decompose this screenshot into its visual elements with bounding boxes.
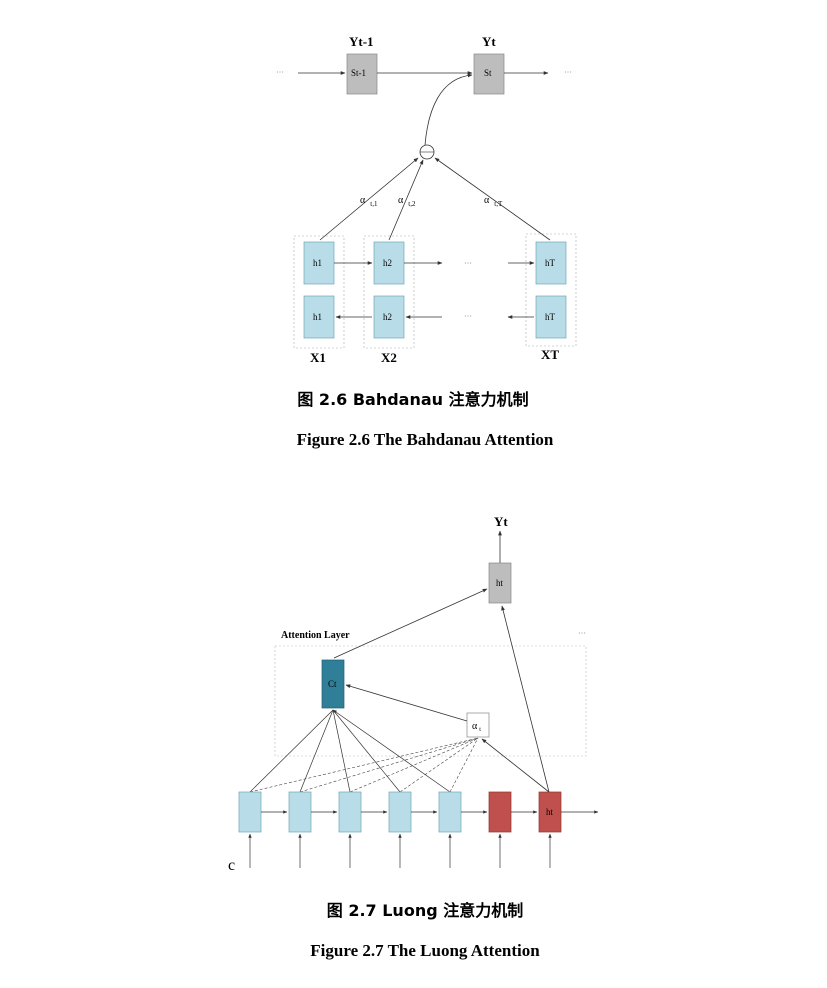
state-box-cur: [473, 53, 505, 95]
group-frame-2: [363, 235, 415, 349]
alpha-box: [466, 712, 490, 738]
alpha-arrow-1: [319, 157, 419, 241]
input-c-label: c: [228, 857, 235, 874]
attention-layer-label: Attention Layer: [281, 630, 350, 641]
figure1-caption-en: Figure 2.6 The Bahdanau Attention: [297, 430, 554, 449]
state-label-prev: St-1: [351, 68, 366, 78]
attention-layer-ellipsis: ···: [578, 629, 586, 638]
state-box-prev: [346, 53, 378, 95]
ht-to-alpha-arrow: [481, 738, 550, 793]
backward-hidden-T: [535, 295, 567, 339]
ellipsis-forward: ···: [464, 259, 472, 268]
backward-hidden-1-label: h1: [313, 312, 322, 322]
label-y-prev: Yt-1: [349, 34, 374, 49]
context-arrow: [424, 73, 473, 146]
group-frame-T: [525, 233, 577, 347]
attentional-hidden-label: ht: [496, 578, 504, 588]
backward-hidden-T-label: hT: [545, 312, 556, 322]
output-label: Yt: [494, 514, 508, 529]
input-label-2: X2: [381, 350, 397, 365]
encoder-state-4: [388, 791, 412, 833]
forward-hidden-2: [373, 241, 405, 285]
forward-hidden-1-label: h1: [313, 258, 322, 268]
encoder-state-5: [438, 791, 462, 833]
ellipsis-right: ···: [564, 68, 572, 77]
ht-to-attentional-arrow: [501, 605, 550, 793]
group-frame-1: [293, 235, 345, 349]
label-y-cur: Yt: [482, 34, 496, 49]
encoder-state-2: [288, 791, 312, 833]
figure2-caption-cn: 图 2.7 Luong 注意力机制: [327, 901, 523, 920]
alpha-arrow-T: [434, 157, 551, 241]
attention-layer-frame: [274, 645, 587, 757]
forward-hidden-T-label: hT: [545, 258, 556, 268]
context-box: [321, 659, 345, 709]
figure2-caption-en: Figure 2.7 The Luong Attention: [310, 941, 540, 960]
context-to-attentional-arrow: [333, 588, 488, 659]
state-label-cur: St: [484, 68, 492, 78]
forward-hidden-2-label: h2: [383, 258, 392, 268]
backward-hidden-2-label: h2: [383, 312, 392, 322]
decoder-state-1: [488, 791, 512, 833]
alpha-arrow-2: [388, 159, 424, 241]
figure1-caption-cn: 图 2.6 Bahdanau 注意力机制: [297, 390, 528, 409]
decoder-state-label: ht: [546, 807, 554, 817]
input-label-T: XT: [541, 347, 559, 362]
backward-hidden-2: [373, 295, 405, 339]
context-label: Ct: [328, 679, 337, 689]
input-label-1: X1: [310, 350, 326, 365]
ellipsis-backward: ···: [464, 312, 472, 321]
encoder-state-3: [338, 791, 362, 833]
ellipsis-left: ···: [276, 68, 284, 77]
forward-hidden-T: [535, 241, 567, 285]
backward-hidden-1: [303, 295, 335, 339]
attentional-hidden-box: [488, 562, 512, 604]
alpha-to-context-arrow: [345, 684, 468, 722]
encoder-state-1: [238, 791, 262, 833]
